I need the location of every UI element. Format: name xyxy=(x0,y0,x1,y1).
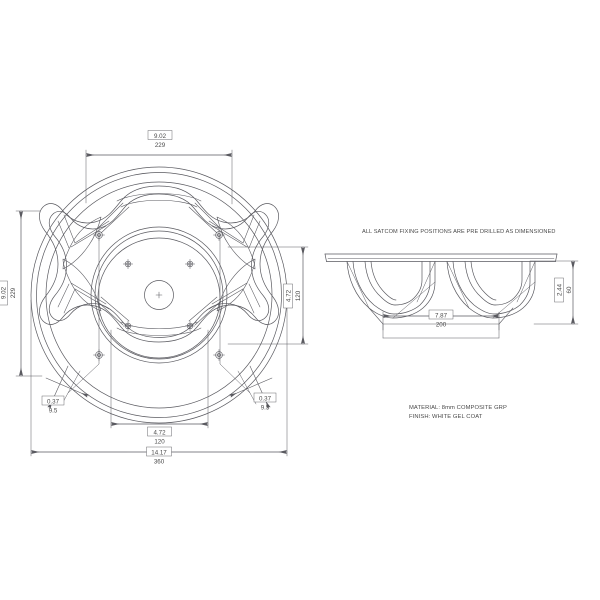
dim-value-plan-inner-imperial: 4.72 xyxy=(153,429,166,436)
note-satcom-fixing: ALL SATCOM FIXING POSITIONS ARE PRE DRIL… xyxy=(362,229,556,235)
plan-top-arc xyxy=(116,193,202,202)
dim-value-side-height-metric: 60 xyxy=(566,286,573,293)
dim-value-side-width-metric: 200 xyxy=(436,322,447,329)
plan-rim-inner-circle xyxy=(45,181,273,409)
side-leg-right xyxy=(446,261,536,319)
plan-central-dish-mid xyxy=(94,230,224,360)
plan-rib-lines xyxy=(57,202,261,326)
dim-value-hole-left-imperial: 0.37 xyxy=(47,398,60,405)
dim-hole-right-9p5 xyxy=(219,234,273,409)
dim-value-side-height-imperial: 2.44 xyxy=(557,283,564,296)
plan-center-mark xyxy=(155,291,163,299)
fixing-hole-outer-br xyxy=(213,349,225,361)
plan-bottom-arc xyxy=(116,327,202,336)
side-plate-right-edge xyxy=(555,253,558,262)
dim-text-plan-right: 4.72 120 xyxy=(283,283,302,309)
dim-text-side-60: 2.44 60 xyxy=(554,277,573,303)
dim-text-hole-left: 0.37 9.5 xyxy=(41,395,65,415)
dim-value-plan-top-imperial: 9.02 xyxy=(154,133,167,140)
dim-plan-top-229 xyxy=(85,149,233,205)
dim-value-plan-overall-imperial: 14.17 xyxy=(151,449,167,456)
plan-outer-circle-inner xyxy=(36,172,282,418)
side-base-outline xyxy=(368,307,514,325)
plan-view xyxy=(30,166,288,424)
plan-fixing-holes-inner xyxy=(122,258,196,332)
dim-value-plan-inner-metric: 120 xyxy=(154,439,165,446)
plan-hub-circle xyxy=(144,280,174,310)
dim-text-plan-left: 9.02 229 xyxy=(0,280,17,306)
dim-value-plan-left-metric: 229 xyxy=(10,287,17,298)
dim-value-hole-left-metric: 9.5 xyxy=(49,408,58,415)
dim-value-plan-right-metric: 120 xyxy=(295,290,302,301)
plan-lobe-outline-offset xyxy=(48,193,270,338)
dim-value-plan-top-metric: 229 xyxy=(155,142,166,149)
dim-text-plan-inner: 4.72 120 xyxy=(147,426,172,446)
dim-value-hole-right-metric: 9.5 xyxy=(261,405,270,412)
fixing-hole-inner-tr xyxy=(184,258,196,270)
side-plate-left-edge xyxy=(324,253,327,262)
plan-top-arc2 xyxy=(120,200,198,208)
fixing-hole-inner-br xyxy=(184,320,196,332)
dim-value-plan-right-imperial: 4.72 xyxy=(286,289,293,302)
dim-plan-left-229 xyxy=(15,210,43,377)
side-view xyxy=(324,253,558,339)
dim-value-plan-left-imperial: 9.02 xyxy=(1,286,8,299)
dim-side-60 xyxy=(529,260,579,325)
dim-hole-left-9p5 xyxy=(45,234,100,409)
dim-plan-right-120 xyxy=(227,246,309,345)
fixing-hole-inner-bl xyxy=(122,320,134,332)
dim-text-hole-right: 0.37 9.5 xyxy=(253,392,277,412)
plan-bottom-arc2 xyxy=(120,321,198,329)
plan-lobe-outline xyxy=(39,185,279,343)
dim-value-plan-overall-metric: 360 xyxy=(154,459,165,466)
note-finish: FINISH: WHITE GEL COAT xyxy=(409,414,483,420)
dim-text-side-200: 7.87 200 xyxy=(428,309,454,329)
fixing-hole-outer-tr xyxy=(213,229,225,241)
plan-lobe-pockets xyxy=(62,216,256,312)
side-leg-left xyxy=(346,261,436,319)
dim-text-plan-overall: 14.17 360 xyxy=(146,446,172,466)
note-material: MATERIAL: 8mm COMPOSITE GRP xyxy=(409,405,507,411)
fixing-hole-inner-tl xyxy=(122,258,134,270)
dim-plan-inner-120 xyxy=(110,329,209,429)
dim-text-plan-top: 9.02 229 xyxy=(147,130,173,149)
dim-value-hole-right-imperial: 0.37 xyxy=(259,395,272,402)
dim-value-side-width-imperial: 7.87 xyxy=(435,312,448,319)
